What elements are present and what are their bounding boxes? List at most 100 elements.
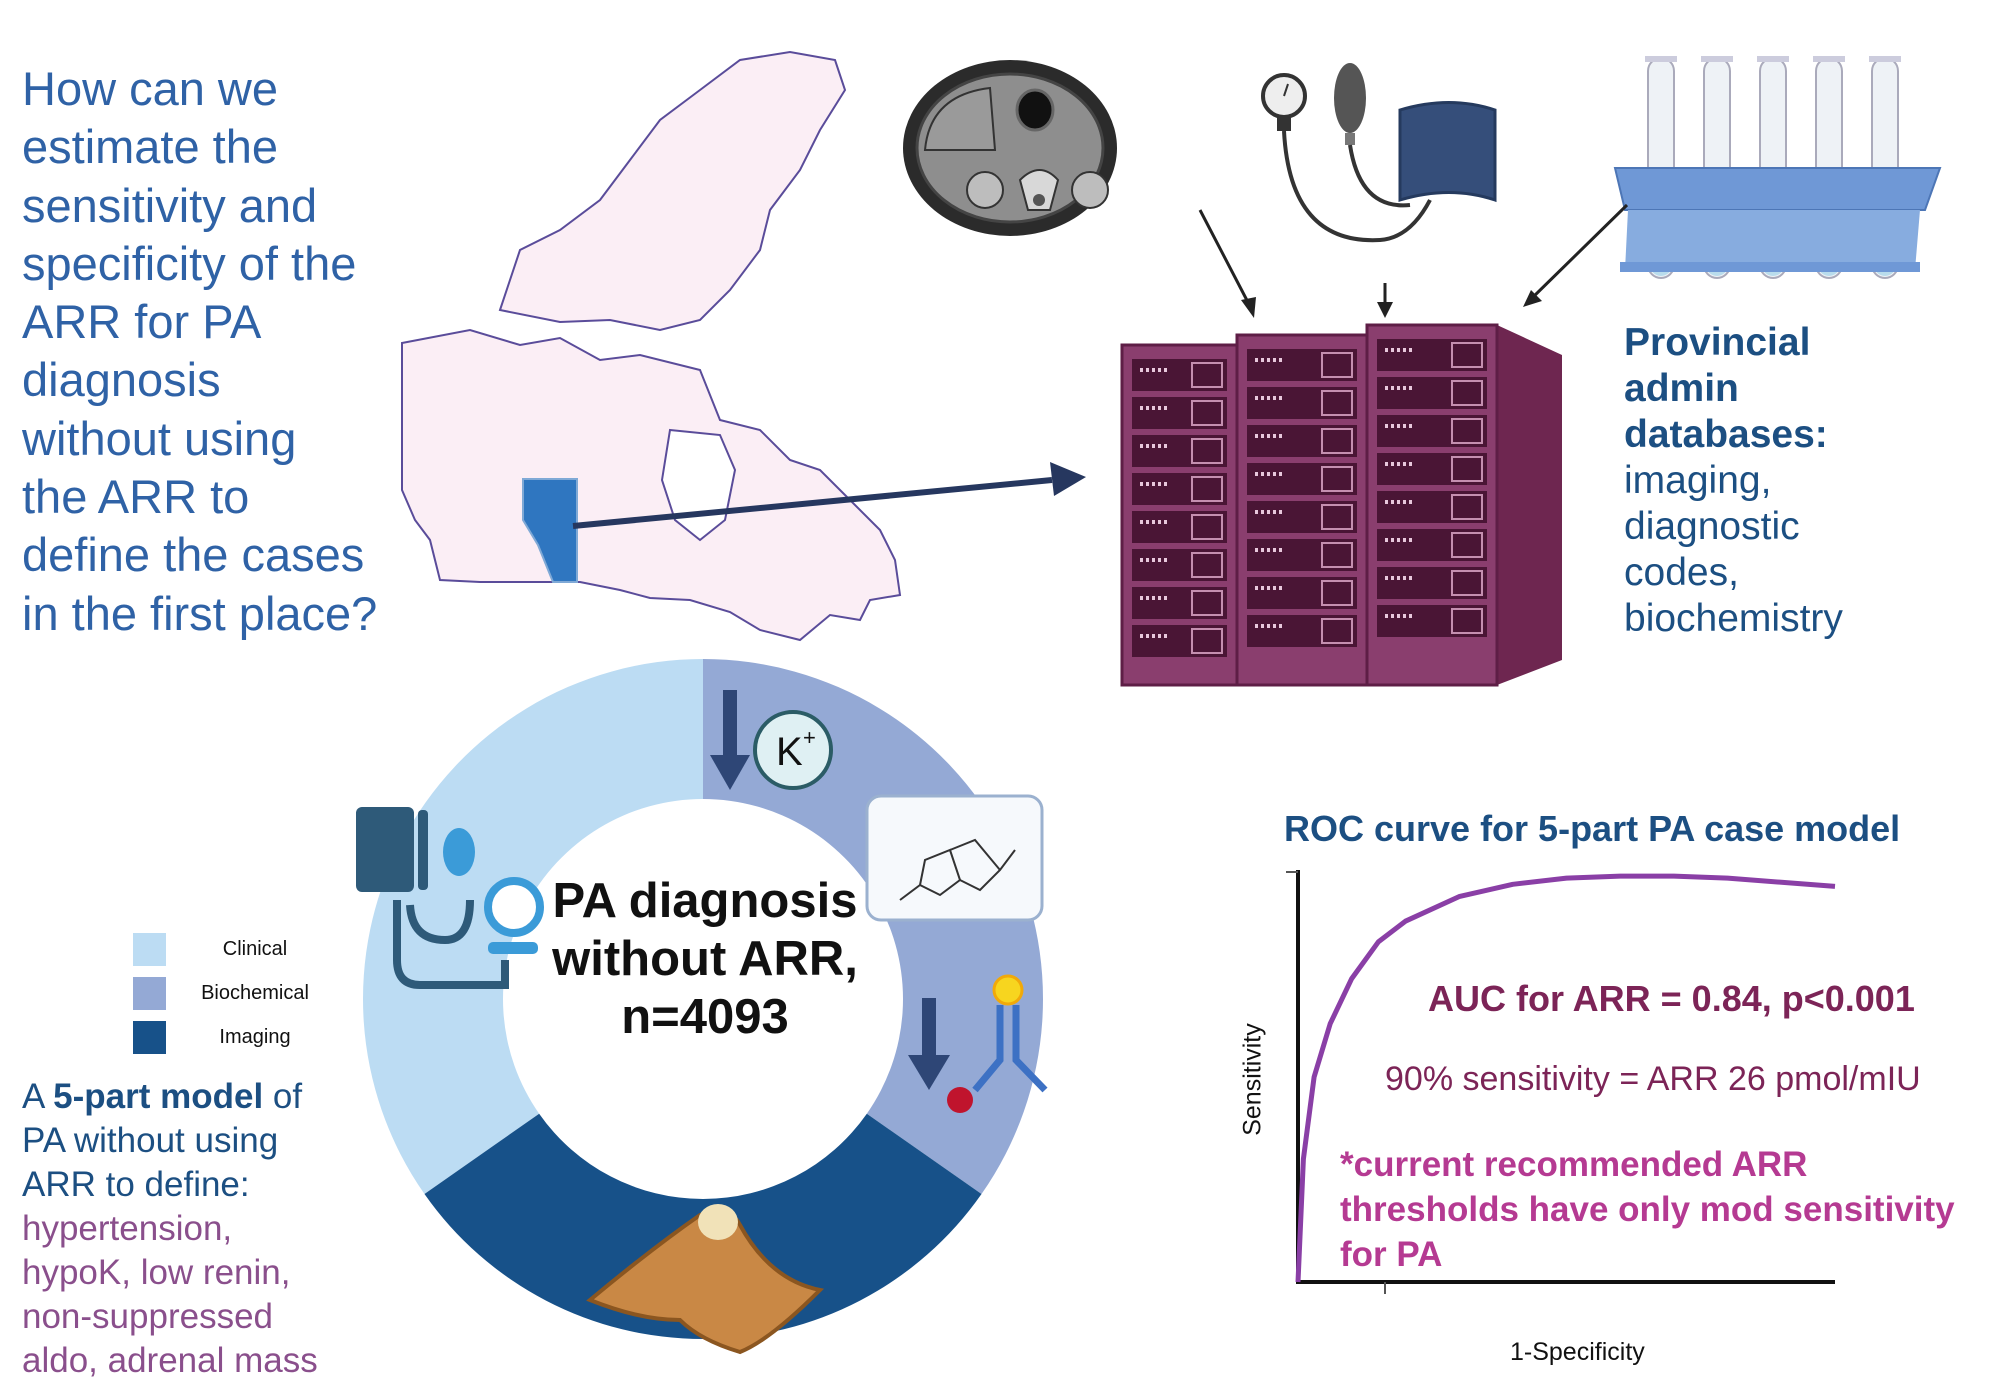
legend-item-imaging: Imaging [133,1015,310,1059]
note-line: *current recommended ARR [1340,1145,1808,1184]
server-unit [1132,359,1227,391]
legend-item-biochemical: Biochemical [133,971,310,1015]
donut-chart: K+ [356,659,1048,1355]
model-criteria: hypertension, [22,1209,233,1248]
aldosterone-molecule-icon [865,794,1044,922]
blood-pressure-cuff-icon [1261,63,1497,243]
server-unit [1377,377,1487,409]
question-line: estimate the [22,120,279,174]
auc-annotation: AUC for ARR = 0.84, p<0.001 [1428,978,1915,1019]
x-axis-label: 1-Specificity [1510,1338,1645,1366]
model-line: PA without using [22,1121,279,1160]
donut-segment-biochemical [703,659,1043,1195]
database-title-line: Provincial [1624,321,1811,364]
server-unit [1377,529,1487,561]
note-line: for PA [1340,1235,1443,1274]
server-unit [1377,567,1487,599]
question-line: ARR for PA [22,295,262,349]
question-line: diagnosis [22,353,221,407]
antibody-assay-icon [908,974,1048,1113]
server-racks-icon [1120,323,1562,687]
server-unit [1377,491,1487,523]
server-unit [1132,473,1227,505]
donut-segment-clinical [363,659,703,1195]
potassium-label: K [776,730,803,774]
database-item-line: diagnostic [1624,505,1800,548]
server-unit [1377,339,1487,371]
question-line: specificity of the [22,236,357,290]
potassium-icon: K+ [710,690,833,790]
database-title-line: admin [1624,367,1739,410]
server-unit [1377,453,1487,485]
server-unit [1132,397,1227,429]
model-suffix: of [263,1077,303,1116]
legend-swatch-clinical [133,932,166,966]
server-unit [1247,501,1357,533]
legend: Clinical Biochemical Imaging [133,927,310,1059]
question-line: without using [22,411,297,465]
server-unit [1132,587,1227,619]
note-line: thresholds have only mod sensitivity [1340,1190,1955,1229]
server-unit [1247,349,1357,381]
legend-swatch-imaging [133,1020,166,1054]
model-prefix: A [22,1077,54,1116]
database-item-line: codes, [1624,551,1739,594]
legend-label: Biochemical [201,981,309,1004]
server-unit [1132,435,1227,467]
donut-center-text: PA diagnosis without ARR, n=4093 [540,872,870,1046]
server-side [1497,325,1562,685]
server-unit [1377,605,1487,637]
legend-label: Clinical [222,937,288,960]
question-line: in the first place? [22,586,378,640]
legend-swatch-biochemical [133,976,166,1010]
question-line: sensitivity and [22,178,318,232]
server-unit [1247,463,1357,495]
roc-curve [1295,873,1836,1283]
model-line: ARR to define: [22,1165,250,1204]
blood-pressure-icon [356,807,544,989]
question-line: How can we [22,62,278,115]
y-axis-label: Sensitivity [1238,1023,1267,1136]
test-tube-rack-icon [1613,56,1942,279]
server-unit [1132,549,1227,581]
svg-text:+: + [803,725,816,750]
donut-center-line: without ARR, [552,932,858,986]
model-criteria: non-suppressed [22,1297,273,1336]
database-item-line: imaging, [1624,459,1772,502]
question-line: define the cases [22,528,365,582]
threshold-note: *current recommended ARR thresholds have… [1340,1142,1955,1277]
model-description: A 5-part model of PA without using ARR t… [22,1075,382,1383]
server-unit [1247,615,1357,647]
donut-center-line: n=4093 [621,990,789,1044]
server-unit [1247,387,1357,419]
server-unit [1132,511,1227,543]
roc-chart [1286,870,1836,1294]
server-unit [1247,577,1357,609]
ct-scan-icon [903,60,1117,236]
question-line: the ARR to [22,470,250,524]
server-unit [1247,425,1357,457]
model-criteria: aldo, adrenal mass [22,1341,318,1380]
source-arrows [1198,203,1629,318]
legend-item-clinical: Clinical [133,927,310,971]
legend-label: Imaging [219,1025,291,1048]
chart-title: ROC curve for 5-part PA case model [1284,808,1901,849]
database-title-line: databases: [1624,413,1828,456]
canada-mainland [401,328,902,642]
sensitivity-annotation: 90% sensitivity = ARR 26 pmol/mIU [1385,1060,1921,1098]
canada-arctic-islands [498,50,847,332]
canada-map [401,50,902,642]
alberta-highlight [522,478,578,583]
model-bold: 5-part model [53,1077,264,1116]
model-criteria: hypoK, low renin, [22,1253,291,1292]
model-heading: A 5-part model of [22,1075,382,1119]
server-unit [1377,415,1487,447]
adrenal-gland-icon [586,1204,825,1355]
database-item-line: biochemistry [1624,597,1843,640]
alberta-to-database-arrow [572,462,1086,529]
server-unit [1247,539,1357,571]
server-unit [1132,625,1227,657]
